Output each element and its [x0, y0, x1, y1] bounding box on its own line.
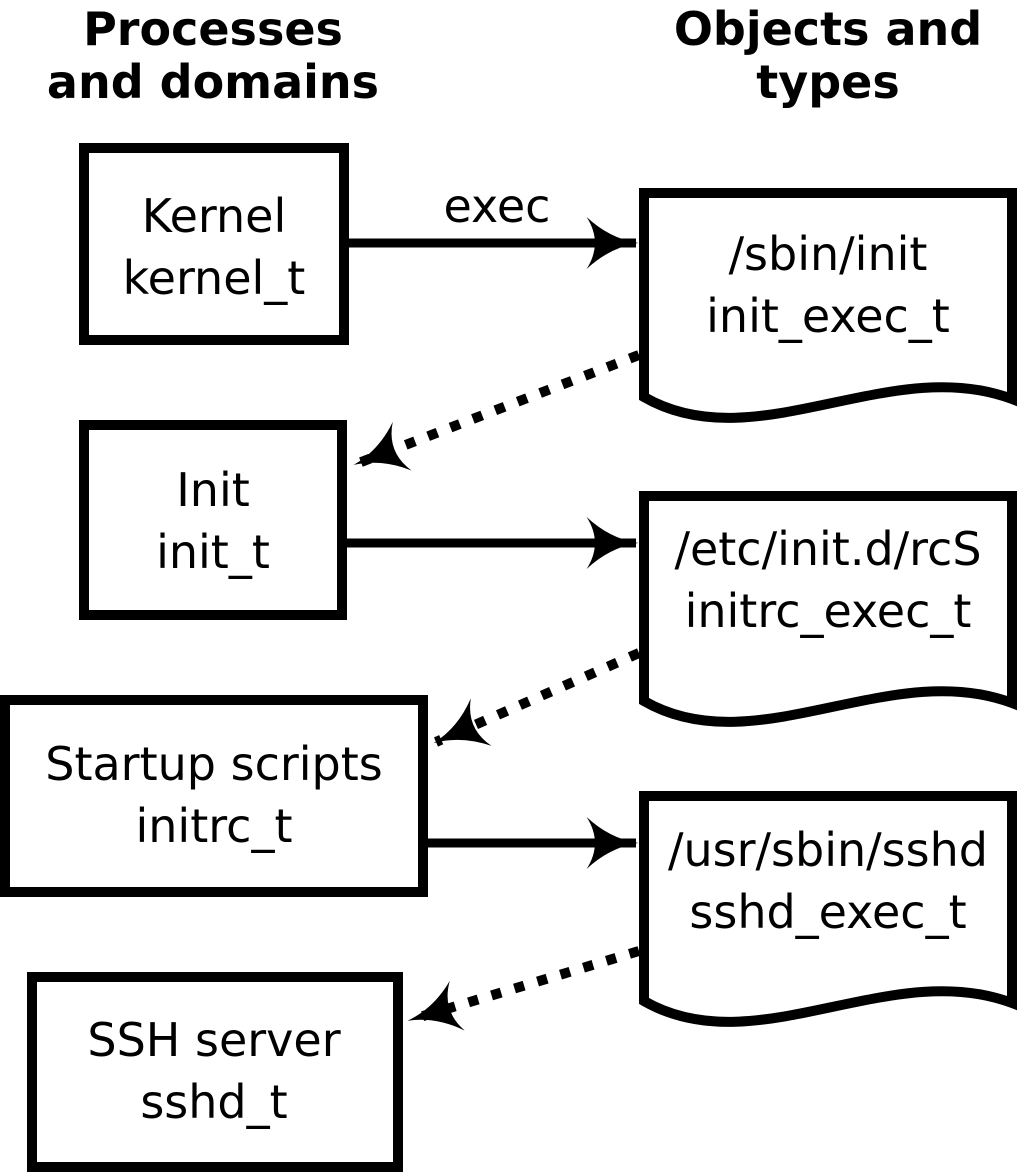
header-processes-line2: and domains	[47, 55, 379, 109]
process-box-ssh-server: SSH server sshd_t	[27, 972, 403, 1172]
file-object-sshd: /usr/sbin/sshd sshd_exec_t	[639, 791, 1017, 1027]
document-shape-rcs	[639, 491, 1017, 727]
process-box-kernel-rect	[79, 143, 349, 345]
process-kernel-label: Kernel	[142, 189, 287, 243]
header-objects-line2: types	[756, 55, 899, 109]
document-shape-sshd	[639, 791, 1017, 1027]
transition-arrow-rcs-to-startup	[433, 648, 642, 747]
process-box-kernel: Kernel kernel_t	[79, 143, 349, 345]
process-startup-domain: initrc_t	[136, 799, 293, 853]
file-rcs-path: /etc/init.d/rcS	[674, 522, 981, 576]
process-ssh-label: SSH server	[87, 1013, 340, 1067]
file-sbin-init-path: /sbin/init	[729, 227, 928, 281]
file-sshd-type: sshd_exec_t	[689, 885, 966, 939]
process-init-domain: init_t	[156, 525, 270, 579]
process-box-startup-scripts: Startup scripts initrc_t	[0, 695, 428, 897]
process-box-startup-rect	[0, 695, 428, 897]
header-objects-line1: Objects and	[674, 2, 982, 56]
process-ssh-domain: sshd_t	[140, 1075, 287, 1129]
file-sbin-init-type: init_exec_t	[706, 289, 950, 343]
process-box-init: Init init_t	[79, 420, 347, 620]
file-rcs-type: initrc_exec_t	[685, 584, 972, 638]
document-shape-sbin-init	[639, 188, 1017, 423]
transition-arrow-sbininit-to-init	[353, 350, 641, 471]
process-kernel-domain: kernel_t	[123, 251, 306, 305]
process-box-init-rect	[79, 420, 347, 620]
column-header-processes: Processes and domains	[47, 2, 379, 109]
file-object-rcs: /etc/init.d/rcS initrc_exec_t	[639, 491, 1017, 727]
process-box-ssh-rect	[27, 972, 403, 1172]
file-object-sbin-init: /sbin/init init_exec_t	[639, 188, 1017, 423]
header-processes-line1: Processes	[83, 2, 343, 56]
file-sshd-path: /usr/sbin/sshd	[668, 823, 988, 877]
process-init-label: Init	[176, 463, 250, 517]
exec-arrow-label: exec	[444, 179, 551, 233]
process-startup-label: Startup scripts	[45, 737, 383, 791]
transition-arrow-sshdbin-to-sshserver	[407, 946, 641, 1031]
column-header-objects: Objects and types	[674, 2, 982, 109]
